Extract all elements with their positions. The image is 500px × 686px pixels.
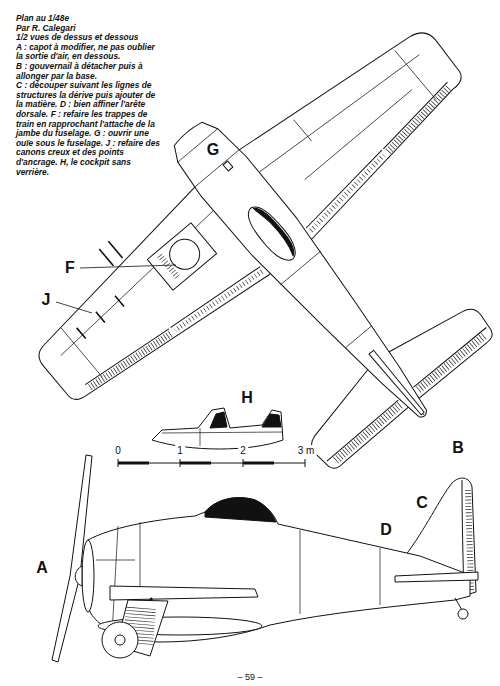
- note-line: Par R. Calegari: [16, 24, 162, 34]
- leader-line: [56, 302, 92, 313]
- leader-line: [80, 265, 176, 268]
- main-wheel: [102, 622, 138, 658]
- scale-line: [118, 459, 305, 467]
- callout-letter: H: [239, 389, 255, 407]
- anchor-points: [77, 296, 124, 339]
- cockpit-window: [210, 412, 281, 428]
- callout-letter: B: [450, 439, 466, 457]
- note-line: A : capot à modifier, ne pas oublier la …: [16, 43, 162, 62]
- cockpit-detail: [152, 408, 283, 449]
- scale-bar: [118, 459, 305, 467]
- wing-side: [110, 586, 258, 600]
- fuselage-outline: [164, 113, 448, 435]
- spinner: [75, 566, 82, 586]
- callout-letter: G: [205, 141, 221, 159]
- plan-view: [0, 0, 500, 583]
- gun-barrels: [99, 241, 122, 266]
- callout-letter: C: [414, 494, 430, 512]
- cockpit-outline: [152, 408, 283, 449]
- side-view: [52, 455, 478, 662]
- callout-letter: F: [63, 259, 77, 277]
- scale-fill: [118, 462, 274, 465]
- plan-view-body: [0, 0, 500, 583]
- cockpit-frame: [162, 428, 282, 446]
- fuselage-panel-lines: [176, 127, 447, 434]
- callout-letter: D: [378, 521, 394, 539]
- canopy-side: [205, 498, 276, 522]
- tail-wheel-leg: [455, 598, 462, 610]
- air-vent: [223, 161, 233, 171]
- canopy-outline: [241, 200, 302, 266]
- cowling-front: [82, 540, 94, 612]
- scale-number: 0: [113, 445, 123, 457]
- wheel-well: [164, 233, 206, 275]
- callout-letter: J: [40, 291, 53, 309]
- gear-bay: [147, 223, 216, 290]
- construction-note: Plan au 1/48ePar R. Calegari1/2 vues de …: [16, 14, 162, 177]
- scale-number: 2: [238, 445, 248, 457]
- wheel-hub: [115, 635, 125, 645]
- callout-letter: A: [34, 559, 50, 577]
- tail-wheel: [458, 609, 468, 619]
- gear-door-hatch: [160, 256, 179, 279]
- propeller-blade: [52, 455, 92, 662]
- scale-number: 3 m: [296, 445, 317, 457]
- horizontal-tail-side: [395, 572, 478, 582]
- scale-number: 1: [175, 445, 185, 457]
- fin-top: [369, 350, 425, 415]
- note-line: B : gouvernail à détacher puis à allonge…: [16, 62, 162, 81]
- note-line: 1/2 vues de dessus et dessous: [16, 33, 162, 43]
- note-paragraph: C : découper suivant les lignes de struc…: [16, 81, 162, 177]
- canopy-shade: [253, 203, 299, 256]
- plan-title: Plan au 1/48e: [16, 14, 162, 24]
- page-number: – 59 –: [235, 672, 264, 683]
